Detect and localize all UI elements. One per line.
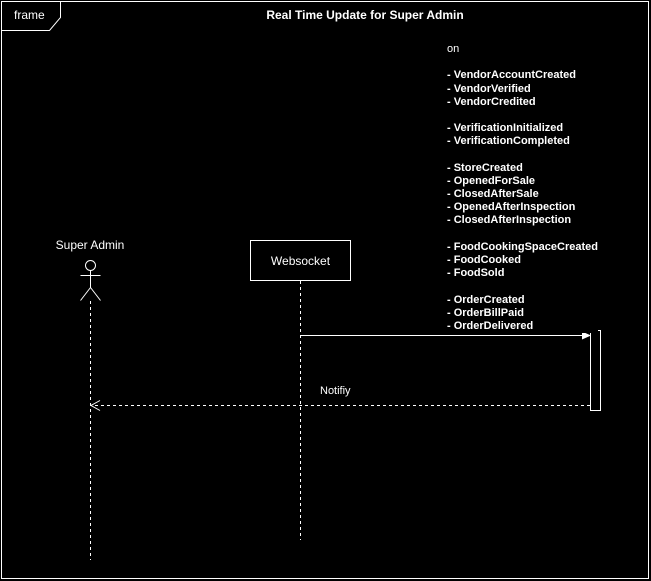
note-item: - FoodSold [447, 267, 505, 280]
note-item: - VendorCredited [447, 95, 536, 108]
note-item: - OpenedAfterInspection [447, 201, 576, 214]
note-item: - OpenedForSale [447, 174, 536, 187]
note-item: - OrderCreated [447, 293, 525, 306]
diagram-title: Real Time Update for Super Admin [266, 8, 464, 22]
event-message-arrowhead-icon [582, 331, 591, 340]
note-spacer [447, 280, 598, 293]
note-spacer [447, 149, 598, 162]
note-item: - VendorVerified [447, 82, 531, 95]
note-item: - FoodCookingSpaceCreated [447, 240, 598, 253]
note-item: - VerificationCompleted [447, 135, 570, 148]
note-item: - OrderBillPaid [447, 306, 525, 319]
notify-message-label: Notifiy [320, 385, 351, 397]
note-item: - FoodCooked [447, 254, 521, 266]
event-list-note: on - VendorAccountCreated - VendorVerifi… [447, 43, 598, 333]
notify-message-arrowhead-icon [89, 400, 101, 411]
frame-tab [1, 1, 61, 31]
note-item: - ClosedAfterInspection [447, 214, 572, 227]
websocket-participant: Websocket [250, 240, 351, 281]
note-heading: on [447, 43, 460, 55]
note-item: - VendorAccountCreated [447, 69, 576, 82]
note-spacer [447, 109, 598, 122]
note-item: - StoreCreated [447, 161, 523, 174]
note-item: - ClosedAfterSale [447, 188, 539, 201]
frame-tab-label: frame [14, 8, 45, 22]
note-spacer [447, 228, 598, 241]
actor-label: Super Admin [55, 238, 125, 252]
note-item: - VerificationInitialized [447, 122, 564, 135]
note-spacer [447, 56, 598, 69]
activation-bar [590, 330, 601, 411]
note-item: - OrderDelivered [447, 319, 534, 332]
websocket-label: Websocket [270, 253, 331, 268]
actor-stick-figure-icon [80, 260, 101, 301]
